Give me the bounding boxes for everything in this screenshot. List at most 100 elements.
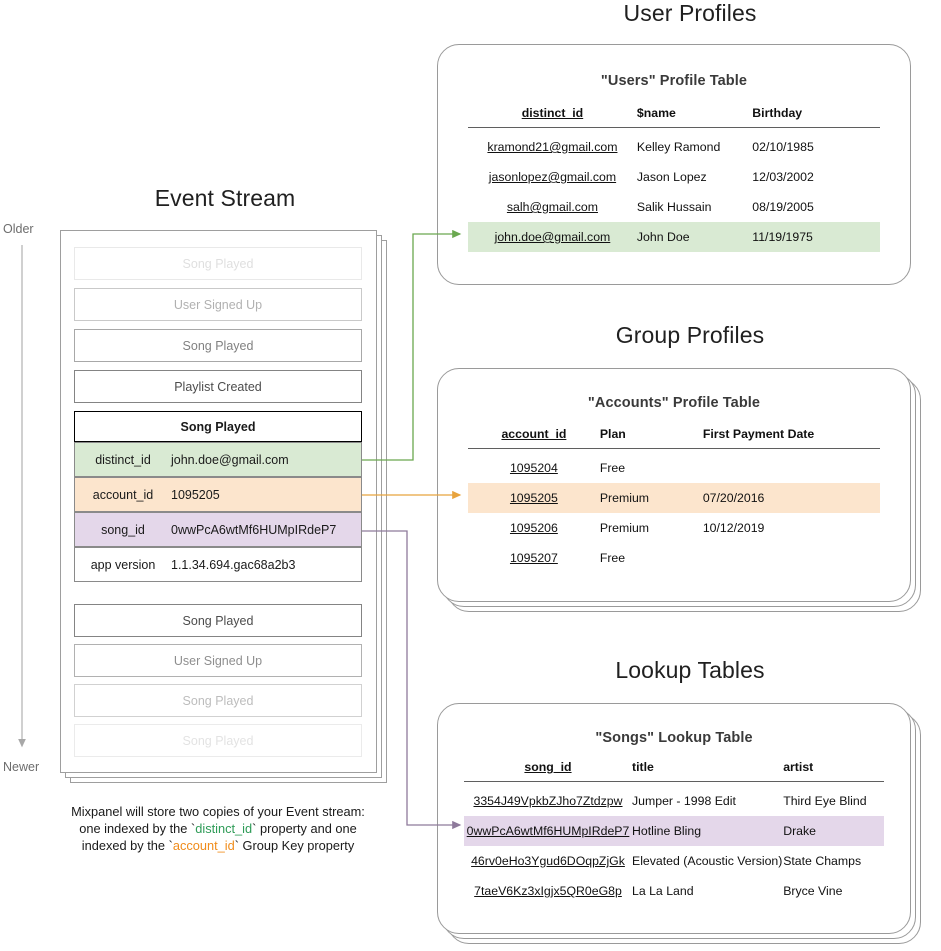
accounts-panel-title: "Accounts" Profile Table xyxy=(587,395,761,411)
event-card[interactable]: Song Played xyxy=(74,724,362,757)
cell-distinct-id: john.doe@gmail.com xyxy=(468,222,637,252)
cell-title: Elevated (Acoustic Version) xyxy=(632,854,783,868)
time-axis-newer-label: Newer xyxy=(3,760,40,774)
cell-plan: Premium xyxy=(599,521,650,535)
table-row[interactable]: 1095207 Free xyxy=(468,543,880,573)
caption-line-2-pre: one indexed by the ` xyxy=(79,821,196,836)
property-value: 1095205 xyxy=(171,487,220,502)
event-card[interactable]: User Signed Up xyxy=(74,644,362,677)
cell-name: Kelley Ramond xyxy=(636,140,721,154)
caption-line-3: indexed by the `account_id` Group Key pr… xyxy=(38,837,398,854)
table-row[interactable]: salh@gmail.com Salik Hussain 08/19/2005 xyxy=(468,192,880,222)
table-row[interactable]: jasonlopez@gmail.com Jason Lopez 12/03/2… xyxy=(468,162,880,192)
event-property-app-version[interactable]: app version 1.1.34.694.gac68a2b3 xyxy=(74,547,362,582)
cell-birthday: 11/19/1975 xyxy=(752,222,880,252)
cell-distinct-id: jasonlopez@gmail.com xyxy=(488,170,617,184)
cell-first-payment-date: 10/12/2019 xyxy=(702,521,765,535)
table-row-highlighted[interactable]: 1095205 Premium 07/20/2016 xyxy=(468,483,880,513)
songs-panel-title: "Songs" Lookup Table xyxy=(595,730,753,746)
event-property-song-id[interactable]: song_id 0wwPcA6wtMf6HUMpIRdeP7 xyxy=(74,512,362,547)
cell-birthday: 12/03/2002 xyxy=(752,170,814,184)
table-row[interactable]: 3354J49VpkbZJho7Ztdzpw Jumper - 1998 Edi… xyxy=(464,782,884,817)
cell-title: Hotline Bling xyxy=(632,816,784,846)
cell-account-id: 1095207 xyxy=(509,551,558,565)
focused-event-header[interactable]: Song Played xyxy=(74,411,362,442)
property-value: john.doe@gmail.com xyxy=(171,452,289,467)
caption-line-2-post: ` property and one xyxy=(252,821,357,836)
caption-line-3-pre: indexed by the ` xyxy=(81,838,173,853)
cell-distinct-id: salh@gmail.com xyxy=(506,200,598,214)
accounts-col-plan: Plan xyxy=(599,427,626,441)
cell-name: John Doe xyxy=(636,222,753,252)
event-property-distinct-id[interactable]: distinct_id john.doe@gmail.com xyxy=(74,442,362,477)
cell-song-id: 46rv0eHo3Ygud6DOqpZjGk xyxy=(471,854,625,868)
caption-line-3-post: ` Group Key property xyxy=(234,838,355,853)
lookup-tables-title: Lookup Tables xyxy=(615,657,765,683)
cell-first-payment-date xyxy=(703,543,880,573)
cell-song-id: 3354J49VpkbZJho7Ztdzpw xyxy=(473,794,623,808)
cell-song-id: 0wwPcA6wtMf6HUMpIRdeP7 xyxy=(464,816,632,846)
group-profiles-title: Group Profiles xyxy=(615,322,765,348)
caption-line-2: one indexed by the `distinct_id` propert… xyxy=(38,820,398,837)
cell-title: Jumper - 1998 Edit xyxy=(632,794,736,808)
property-value: 1.1.34.694.gac68a2b3 xyxy=(171,557,296,572)
event-card[interactable]: Song Played xyxy=(74,684,362,717)
event-card[interactable]: Song Played xyxy=(74,247,362,280)
event-card[interactable]: User Signed Up xyxy=(74,288,362,321)
songs-col-song-id: song_id xyxy=(524,760,572,774)
stream-caption: Mixpanel will store two copies of your E… xyxy=(38,803,398,854)
table-row[interactable]: kramond21@gmail.com Kelley Ramond 02/10/… xyxy=(468,128,880,163)
cell-account-id: 1095205 xyxy=(468,483,600,513)
table-row[interactable]: 7taeV6Kz3xIgjx5QR0eG8p La La Land Bryce … xyxy=(464,876,884,906)
property-key: app version xyxy=(90,557,156,572)
table-row-highlighted[interactable]: john.doe@gmail.com John Doe 11/19/1975 xyxy=(468,222,880,252)
table-row[interactable]: 1095206 Premium 10/12/2019 xyxy=(468,513,880,543)
cell-title: La La Land xyxy=(632,884,694,898)
cell-plan: Premium xyxy=(599,483,703,513)
event-stream-title: Event Stream xyxy=(154,185,296,211)
users-col-name: $name xyxy=(636,106,676,120)
users-col-distinct-id: distinct_id xyxy=(521,106,584,120)
distinct-id-token: distinct_id xyxy=(195,821,253,836)
cell-first-payment-date: 07/20/2016 xyxy=(702,483,880,513)
cell-name: Salik Hussain xyxy=(636,200,712,214)
users-profile-panel: "Users" Profile Table distinct_id $name … xyxy=(437,44,911,285)
caption-line-1: Mixpanel will store two copies of your E… xyxy=(71,804,365,819)
accounts-table: account_id Plan First Payment Date 10952… xyxy=(468,427,880,573)
cell-plan: Free xyxy=(599,551,626,565)
cell-first-payment-date xyxy=(703,449,880,484)
cell-artist: Bryce Vine xyxy=(783,884,843,898)
event-card[interactable]: Playlist Created xyxy=(74,370,362,403)
users-col-birthday: Birthday xyxy=(752,106,803,120)
songs-table: song_id title artist 3354J49VpkbZJho7Ztd… xyxy=(464,760,884,906)
table-header-row: account_id Plan First Payment Date xyxy=(468,427,880,449)
songs-col-title: title xyxy=(632,760,654,774)
event-property-account-id[interactable]: account_id 1095205 xyxy=(74,477,362,512)
event-card[interactable]: Song Played xyxy=(74,329,362,362)
table-header-row: song_id title artist xyxy=(464,760,884,782)
cell-account-id: 1095206 xyxy=(509,521,558,535)
event-card[interactable]: Song Played xyxy=(74,604,362,637)
cell-plan: Free xyxy=(599,461,626,475)
account-id-token: account_id xyxy=(172,838,235,853)
table-row-highlighted[interactable]: 0wwPcA6wtMf6HUMpIRdeP7 Hotline Bling Dra… xyxy=(464,816,884,846)
cell-account-id: 1095204 xyxy=(509,461,558,475)
users-panel-title: "Users" Profile Table xyxy=(600,73,748,89)
songs-lookup-panel: "Songs" Lookup Table song_id title artis… xyxy=(437,703,911,934)
cell-distinct-id: kramond21@gmail.com xyxy=(487,140,618,154)
songs-col-artist: artist xyxy=(783,760,814,774)
table-row[interactable]: 1095204 Free xyxy=(468,449,880,484)
cell-artist: Drake xyxy=(783,816,884,846)
property-key: distinct_id xyxy=(95,452,151,467)
table-header-row: distinct_id $name Birthday xyxy=(468,106,880,128)
property-value: 0wwPcA6wtMf6HUMpIRdeP7 xyxy=(171,522,337,537)
cell-name: Jason Lopez xyxy=(636,170,707,184)
table-row[interactable]: 46rv0eHo3Ygud6DOqpZjGk Elevated (Acousti… xyxy=(464,846,884,876)
user-profiles-title: User Profiles xyxy=(623,0,757,26)
accounts-col-first-payment-date: First Payment Date xyxy=(702,427,815,441)
time-axis-older-label: Older xyxy=(3,222,34,236)
cell-artist: State Champs xyxy=(783,854,862,868)
property-key: song_id xyxy=(101,522,145,537)
accounts-col-account-id: account_id xyxy=(501,427,567,441)
